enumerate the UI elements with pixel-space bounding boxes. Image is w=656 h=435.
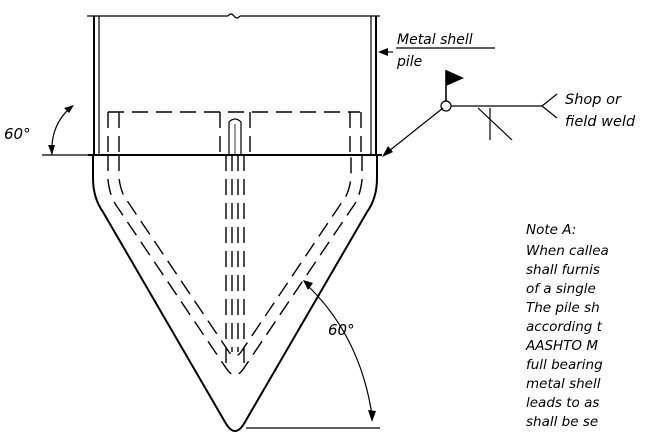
note-line: When callea [526, 243, 609, 259]
weld-symbol [382, 70, 558, 157]
angle-label-left: 60° [4, 125, 31, 143]
note-line: full bearing [526, 357, 603, 373]
note-line: leads to as [526, 395, 599, 411]
angle-dimension-left [42, 105, 88, 156]
note-line: AASHTO M [525, 338, 598, 354]
metal-shell-pile [87, 13, 382, 156]
note-line: according t [526, 319, 603, 335]
hidden-inner-plates [107, 111, 362, 155]
note-a: Note A: When callea shall furnis of a si… [525, 222, 609, 430]
weld-label-line2: field weld [565, 114, 636, 130]
note-line: shall be se [526, 414, 598, 430]
conical-tip-outline [92, 155, 378, 432]
hidden-tip-reinforcement [107, 155, 363, 376]
angle-dimension-right [246, 280, 380, 429]
note-line: The pile sh [526, 300, 600, 316]
metal-shell-label: Metal shell [397, 32, 473, 48]
center-web-plate [228, 118, 242, 155]
note-line: of a single [526, 281, 596, 297]
note-line: shall furnis [526, 262, 600, 278]
metal-shell-leader [378, 47, 495, 56]
weld-label-line1: Shop or [565, 92, 622, 108]
note-title: Note A: [526, 222, 576, 238]
note-line: metal shell [526, 376, 601, 392]
angle-label-right: 60° [328, 321, 355, 339]
pile-label: pile [396, 54, 422, 70]
